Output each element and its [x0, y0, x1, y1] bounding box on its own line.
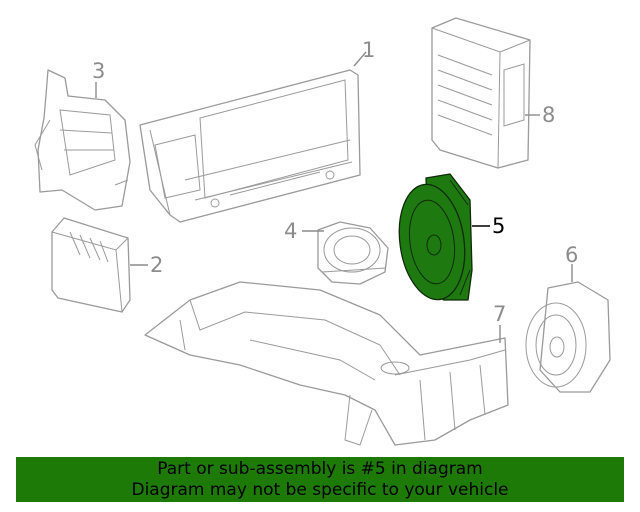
banner-line-2: Diagram may not be specific to your vehi… [131, 480, 509, 500]
part-5-speaker [398, 173, 473, 301]
callout-1: 1 [362, 38, 375, 62]
callout-5: 5 [492, 214, 505, 238]
callout-8: 8 [542, 103, 555, 127]
callout-7: 7 [493, 302, 506, 326]
part-3-control-module [34, 69, 131, 211]
part-7-enclosure [144, 281, 509, 446]
banner-line-1: Part or sub-assembly is #5 in diagram [157, 459, 483, 479]
part-1-display-bezel [139, 69, 361, 223]
info-banner: Part or sub-assembly is #5 in diagram Di… [16, 457, 624, 502]
part-6-speaker [525, 281, 611, 393]
part-4-tweeter [317, 221, 389, 285]
part-2-amplifier [51, 217, 131, 313]
callout-6: 6 [565, 243, 578, 267]
callout-4: 4 [284, 219, 297, 243]
callout-2: 2 [150, 253, 163, 277]
part-8-audio-unit [431, 17, 531, 169]
callout-3: 3 [92, 59, 105, 83]
